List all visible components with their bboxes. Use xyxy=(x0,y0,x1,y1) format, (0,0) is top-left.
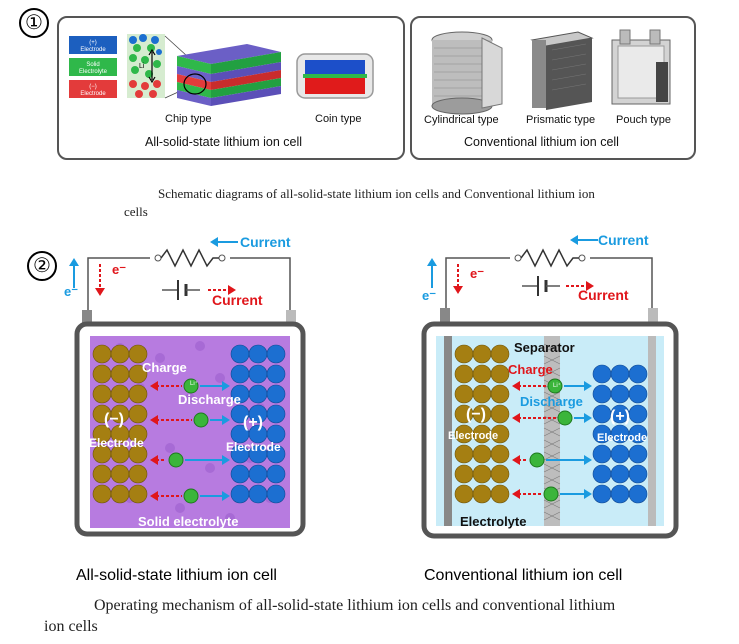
legend-pos-electrode-swatch xyxy=(69,36,117,54)
svg-text:Electrode: Electrode xyxy=(80,47,106,53)
chip-stack xyxy=(177,44,281,106)
all-solid-state-panel: (+) Electrode Solid Electrolyte (−) Elec… xyxy=(57,16,405,160)
legend-solid-electrolyte-swatch xyxy=(69,58,117,76)
left-pos-sign: (+) xyxy=(243,414,263,431)
left-neg-sign: (−) xyxy=(104,411,124,428)
all-solid-state-mechanism xyxy=(69,237,306,537)
left-charge-label: Charge xyxy=(142,360,187,375)
right-neg-sign: (−) xyxy=(466,406,486,423)
pouch-cell xyxy=(611,29,671,105)
left-solid-electrolyte-label: Solid electrolyte xyxy=(138,514,239,529)
prismatic-type-label: Prismatic type xyxy=(526,114,596,126)
caption-1-line-1: Schematic diagrams of all-solid-state li… xyxy=(158,186,595,201)
left-electron-blue-label: e⁻ xyxy=(64,284,79,299)
coin-type-label: Coin type xyxy=(315,113,362,125)
right-electron-red-label: e⁻ xyxy=(470,266,485,281)
right-charge-label: Charge xyxy=(508,362,553,377)
all-solid-state-illustration: (+) Electrode Solid Electrolyte (−) Elec… xyxy=(69,34,374,106)
right-discharge-label: Discharge xyxy=(520,394,583,409)
right-pos-sign: (+) xyxy=(610,408,630,425)
particle-block: Li xyxy=(127,34,165,98)
right-neg-electrode-label: Electrode xyxy=(448,430,499,442)
right-li-ion-label: Li⁺ xyxy=(553,383,561,389)
chip-type-label: Chip type xyxy=(165,113,212,125)
pos-electrode-particles xyxy=(230,344,286,504)
right-pos-electrode-label: Electrode xyxy=(597,432,648,444)
separator-label: Separator xyxy=(514,340,575,355)
svg-text:Electrode: Electrode xyxy=(80,91,106,97)
cylindrical-cell xyxy=(431,31,503,115)
svg-text:Electrolyte: Electrolyte xyxy=(79,69,108,75)
conventional-cells-illustration xyxy=(431,29,671,115)
left-current-mid-label: Current xyxy=(212,292,263,308)
right-current-mid-label: Current xyxy=(578,287,629,303)
caption-2-line-2: ion cells xyxy=(44,618,98,635)
cylindrical-type-label: Cylindrical type xyxy=(424,114,499,126)
electrolyte-label: Electrolyte xyxy=(460,514,527,529)
conv-pos-electrode-particles xyxy=(592,364,648,504)
conventional-panel-title: Conventional lithium ion cell xyxy=(464,135,619,149)
svg-text:(+): (+) xyxy=(89,40,97,46)
prismatic-cell xyxy=(530,31,594,110)
svg-text:Solid: Solid xyxy=(86,62,99,68)
legend-neg-electrode-swatch xyxy=(69,80,117,98)
right-current-top-label: Current xyxy=(598,232,649,248)
conv-neg-electrode-particles xyxy=(454,344,510,504)
conventional-panel: Cylindrical type Prismatic type Pouch ty… xyxy=(410,16,696,160)
left-li-ion-label: Li⁺ xyxy=(190,381,198,387)
li-ion-arrows-right xyxy=(512,378,592,502)
section-2-number: ② xyxy=(27,251,57,281)
svg-text:Li: Li xyxy=(139,63,145,70)
neg-electrode-particles xyxy=(92,344,148,504)
li-ion-arrows-left xyxy=(150,378,230,504)
left-current-top-label: Current xyxy=(240,234,291,250)
caption-2-line-1: Operating mechanism of all-solid-state l… xyxy=(94,597,616,614)
left-mechanism-title: All-solid-state lithium ion cell xyxy=(76,567,277,584)
left-discharge-label: Discharge xyxy=(178,392,241,407)
left-neg-electrode-label: Electrode xyxy=(89,436,144,450)
section-1-number: ① xyxy=(19,8,49,38)
right-electron-blue-label: e⁻ xyxy=(422,288,437,303)
left-pos-electrode-label: Electrode xyxy=(226,440,281,454)
right-mechanism-title: Conventional lithium ion cell xyxy=(424,567,623,584)
conventional-mechanism xyxy=(421,235,679,539)
left-electron-red-label: e⁻ xyxy=(112,262,127,277)
svg-text:(−): (−) xyxy=(89,84,97,90)
all-solid-state-panel-title: All-solid-state lithium ion cell xyxy=(145,135,303,149)
caption-1-line-2: cells xyxy=(124,204,148,219)
pouch-type-label: Pouch type xyxy=(616,114,672,126)
coin-cell xyxy=(296,53,374,99)
